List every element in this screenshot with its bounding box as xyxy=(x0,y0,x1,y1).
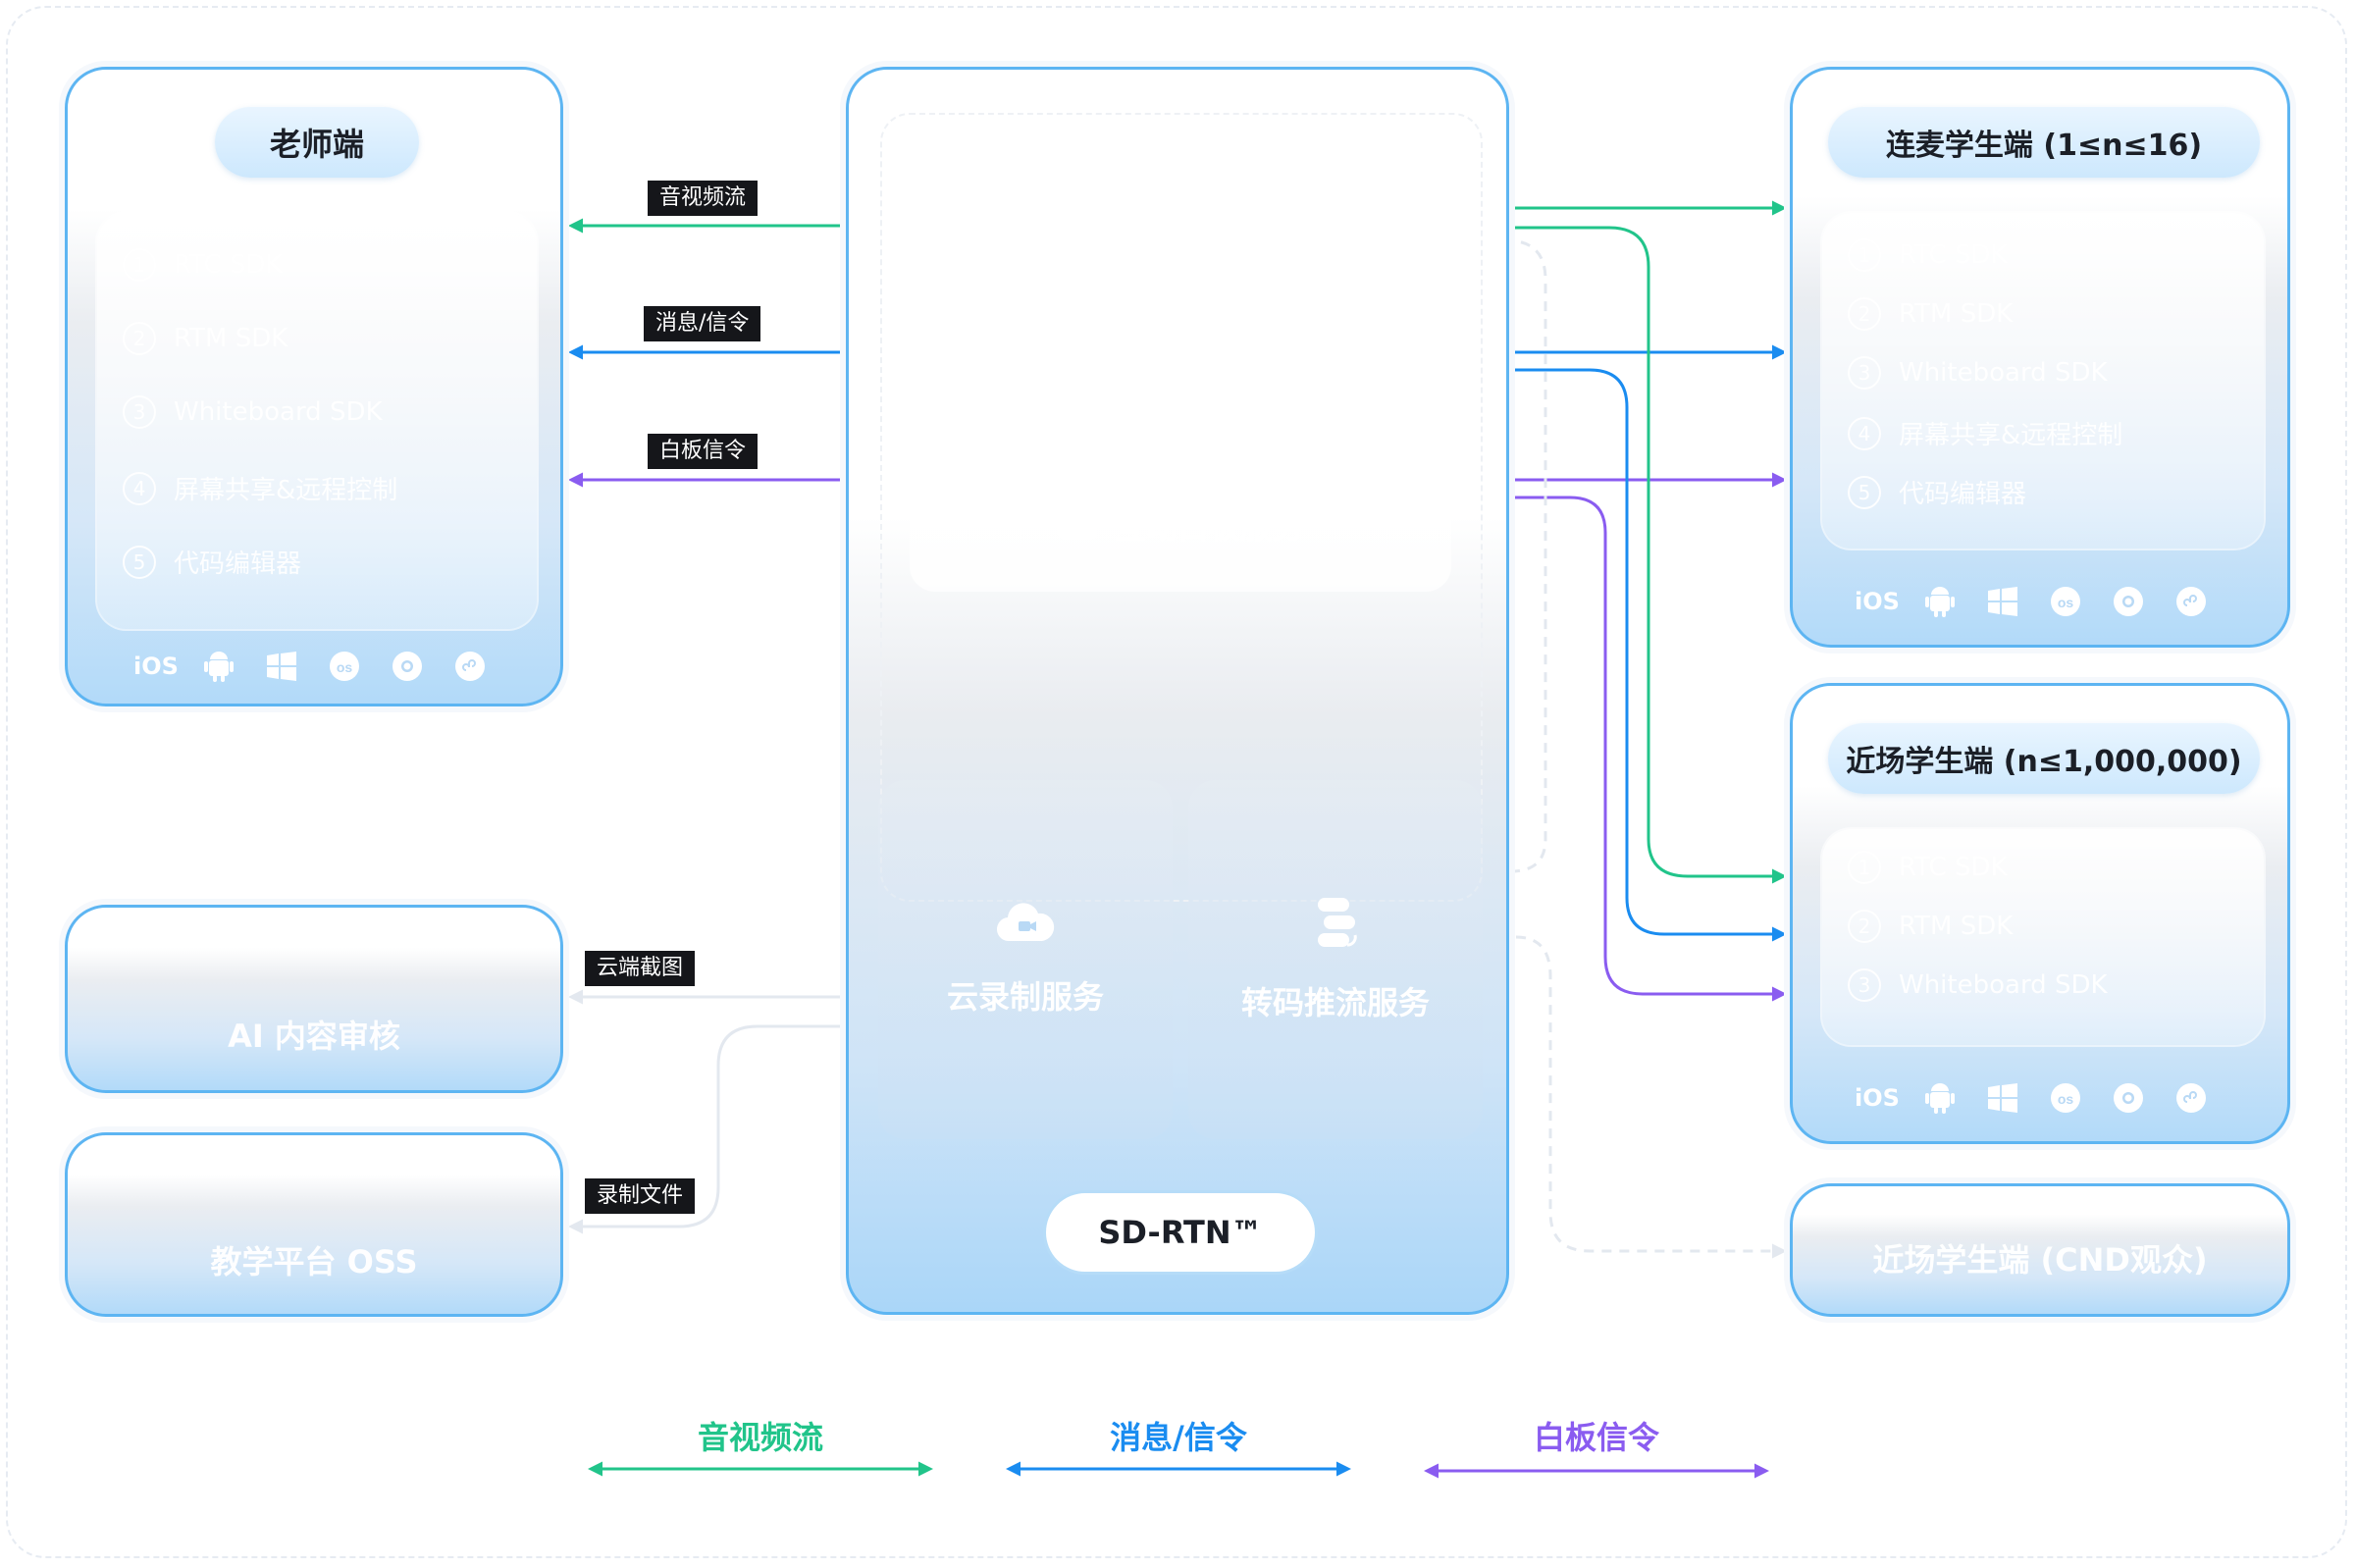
near-students-title: 近场学生端 (n≤1,000,000) xyxy=(1828,723,2260,794)
transcoding-box: 转码推流服务 xyxy=(1188,780,1483,1139)
ios-label: iOS xyxy=(133,653,179,680)
transcoding-label: 转码推流服务 xyxy=(1240,984,1430,1021)
av-wire-near xyxy=(1450,226,1787,884)
cloud-recording-box: 云录制服务 xyxy=(878,780,1173,1139)
ai-review-panel: AI 内容审核 xyxy=(65,905,563,1093)
svg-text:os: os xyxy=(2058,595,2074,610)
video-icon xyxy=(1041,196,1081,226)
board-icon xyxy=(1057,510,1097,540)
windows-icon xyxy=(1983,582,2022,621)
center-panel: 实时音视频服务 实时消息服务 互动白板服务 云录制服务 转码推流服务 SD-RT… xyxy=(846,67,1509,1315)
chrome-icon xyxy=(2109,582,2148,621)
whiteboard-service: 互动白板服务 xyxy=(910,458,1451,592)
svg-text:os: os xyxy=(337,659,353,675)
legend-wb-label: 白板信令 xyxy=(1533,1419,1659,1456)
near-platforms: iOS os xyxy=(1855,1078,2211,1118)
mic-platforms: iOS os xyxy=(1855,582,2211,621)
chrome-icon xyxy=(388,647,427,686)
legend-av-label: 音视频流 xyxy=(697,1419,823,1456)
macos-icon: os xyxy=(2046,1078,2085,1118)
miniprogram-icon xyxy=(2172,1078,2211,1118)
mic-students-title: 连麦学生端 (1≤n≤16) xyxy=(1828,107,2260,178)
msg-wire-label: 消息/信令 xyxy=(644,306,761,341)
android-icon xyxy=(1920,1078,1960,1118)
macos-icon: os xyxy=(325,647,364,686)
oss-panel: 教学平台 OSS xyxy=(65,1132,563,1317)
sdrtn-badge: SD-RTN™ xyxy=(1043,1190,1318,1275)
teacher-platforms: iOS os xyxy=(133,647,490,686)
message-icon xyxy=(1057,353,1097,383)
android-icon xyxy=(1920,582,1960,621)
cloud-recording-icon xyxy=(996,902,1055,953)
teacher-title: 老师端 xyxy=(215,107,419,178)
legend-msg-label: 消息/信令 xyxy=(1110,1419,1247,1456)
av-wire-label: 音视频流 xyxy=(648,181,759,216)
msg-wire-near xyxy=(1450,368,1787,942)
record-file-wire-label: 录制文件 xyxy=(585,1178,696,1214)
ios-label: iOS xyxy=(1855,1084,1900,1112)
miniprogram-icon xyxy=(2172,582,2211,621)
oss-title: 教学平台 OSS xyxy=(210,1243,418,1281)
cloud-recording-label: 云录制服务 xyxy=(946,978,1104,1016)
svg-text:os: os xyxy=(2058,1091,2074,1107)
wb-wire-near xyxy=(1450,496,1787,1002)
miniprogram-icon xyxy=(450,647,490,686)
center-dashed-box xyxy=(880,113,1483,902)
cdn-dashed-wire xyxy=(1450,238,1547,873)
ai-review-title: AI 内容审核 xyxy=(228,1018,400,1055)
diagram-frame xyxy=(6,6,2347,1558)
android-icon xyxy=(199,647,238,686)
macos-icon: os xyxy=(2046,582,2085,621)
rtm-service: 实时消息服务 xyxy=(910,301,1451,435)
cdn-dashed-wire-2 xyxy=(1515,935,1787,1259)
windows-icon xyxy=(1983,1078,2022,1118)
record-file-wire xyxy=(568,1024,844,1234)
cdn-students-panel: 近场学生端 (CND观众) xyxy=(1790,1183,2290,1317)
transcoding-icon xyxy=(1306,896,1365,959)
wb-wire-label: 白板信令 xyxy=(648,434,759,469)
ios-label: iOS xyxy=(1855,588,1900,615)
windows-icon xyxy=(262,647,301,686)
cdn-students-title: 近场学生端 (CND观众) xyxy=(1872,1241,2208,1279)
screenshot-wire-label: 云端截图 xyxy=(585,951,696,986)
rtc-service: 实时音视频服务 xyxy=(910,144,1451,278)
chrome-icon xyxy=(2109,1078,2148,1118)
